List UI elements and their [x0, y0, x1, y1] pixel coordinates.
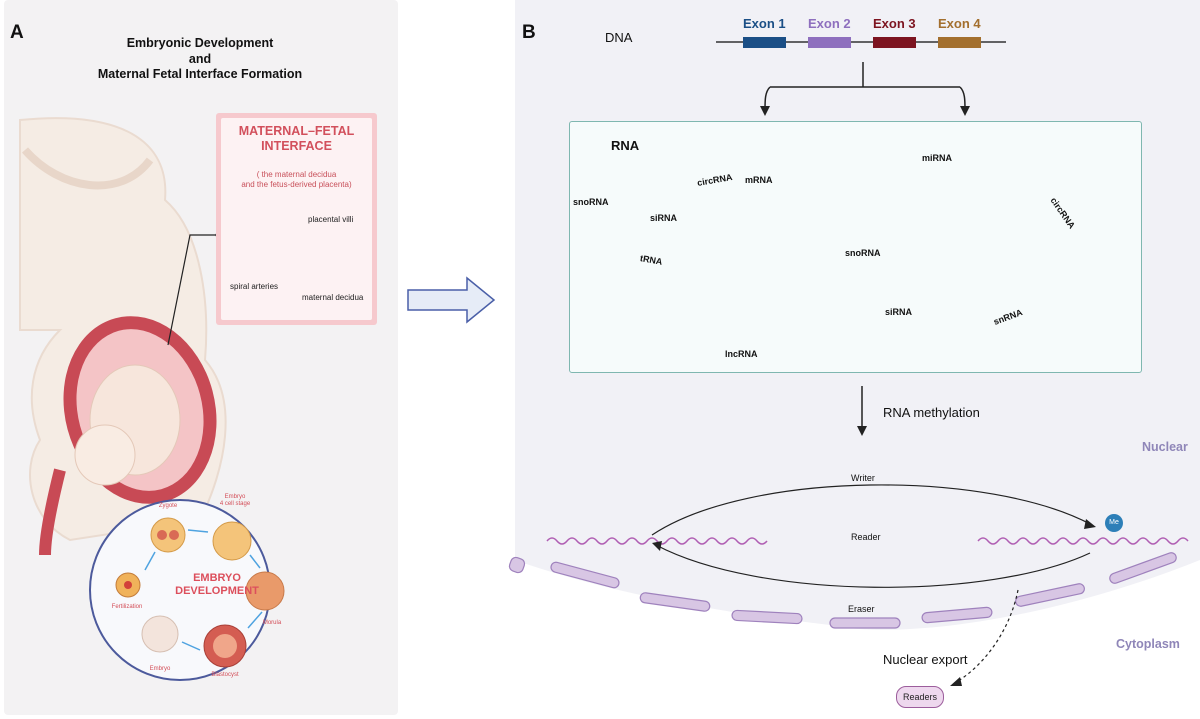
methylated-rna-wave [977, 537, 1189, 545]
exon-1-label: Exon 1 [743, 16, 786, 31]
morula [245, 571, 285, 611]
interface-box [221, 118, 372, 320]
me-label: Me [1109, 519, 1119, 526]
panel-b-label: B [522, 22, 536, 43]
dev-title-line-1: EMBRYO [193, 572, 241, 584]
zygote-cell [150, 517, 186, 553]
interface-connector [167, 234, 218, 346]
eraser-label: Eraser [848, 604, 875, 614]
sirna-left-label: siRNA [650, 213, 678, 223]
rna-methylation-label: RNA methylation [883, 405, 980, 420]
fertilization-label: Fertilization [111, 604, 143, 610]
nuclear-export-arrow [954, 589, 1019, 684]
maternal-decidua-label: maternal decidua [302, 293, 364, 302]
exon-3-box [873, 37, 916, 48]
panel-a-title: Embryonic Development and Maternal Fetal… [60, 36, 340, 83]
cytoplasm-label: Cytoplasm [1116, 637, 1180, 651]
breast-outline [21, 147, 154, 190]
dna-label: DNA [605, 30, 633, 45]
placental-villi-label: placental villi [308, 215, 354, 224]
morula-label: Morula [262, 620, 282, 626]
nuclear-label: Nuclear [1142, 440, 1188, 454]
title-line-3: Maternal Fetal Interface Formation [97, 67, 303, 81]
reader-label: Reader [851, 532, 881, 542]
four-cell-embryo [212, 521, 252, 561]
unmethylated-rna-wave [546, 537, 768, 545]
embryo-label: Embryo [149, 666, 171, 672]
embryo-development-title: EMBRYO DEVELOPMENT [167, 572, 267, 598]
sirna-mid-label: siRNA [885, 307, 913, 317]
snorna-left-label: snoRNA [573, 197, 609, 207]
embryo-4cell-line-2: 4 cell stage [219, 501, 251, 507]
rna-title: RNA [611, 138, 640, 153]
writer-arc [651, 484, 1093, 536]
interface-subtitle: ( the maternal decidua and the fetus-der… [221, 170, 372, 190]
interface-subtitle-line-1: ( the maternal decidua [256, 170, 337, 179]
exon-4-label: Exon 4 [938, 16, 981, 31]
cervix [39, 468, 66, 556]
embryo-4cell-line-1: Embryo [224, 494, 246, 500]
embryo-4cell-label: Embryo 4 cell stage [215, 494, 255, 508]
lncrna-label: lncRNA [725, 349, 758, 359]
embryo-stage [141, 615, 179, 653]
spiral-arteries-label: spiral arteries [230, 282, 279, 291]
eraser-arc [655, 544, 1091, 588]
readers-badge: Readers [896, 686, 944, 708]
panel-transition-arrow [407, 276, 496, 324]
exon-1-box [743, 37, 786, 48]
blastocyst-label: Blastocyst [211, 672, 239, 678]
title-line-1: Embryonic Development [126, 36, 274, 50]
transcription-arrows [764, 62, 966, 111]
title-line-2: and [188, 51, 212, 66]
nuclear-export-label: Nuclear export [883, 652, 968, 667]
rna-types-box [569, 121, 1142, 373]
interface-title: MATERNAL–FETAL INTERFACE [221, 124, 372, 154]
interface-title-line-2: INTERFACE [261, 139, 332, 153]
mirna-label: miRNA [922, 153, 953, 163]
zygote-label: Zygote [158, 503, 178, 509]
exon-2-label: Exon 2 [808, 16, 851, 31]
dev-title-line-2: DEVELOPMENT [175, 585, 259, 597]
exon-3-label: Exon 3 [873, 16, 916, 31]
interface-title-line-1: MATERNAL–FETAL [238, 124, 355, 138]
fetus-head [74, 424, 136, 486]
exon-2-box [808, 37, 851, 48]
interface-subtitle-line-2: and the fetus-derived placenta) [241, 180, 352, 189]
methyl-mark [1105, 514, 1123, 532]
mrna-label: mRNA [745, 175, 773, 185]
exon-4-box [938, 37, 981, 48]
nuclear-membrane [508, 552, 1177, 629]
writer-label: Writer [851, 473, 875, 483]
panel-a-label: A [10, 22, 24, 43]
snorna-mid-label: snoRNA [845, 248, 881, 258]
